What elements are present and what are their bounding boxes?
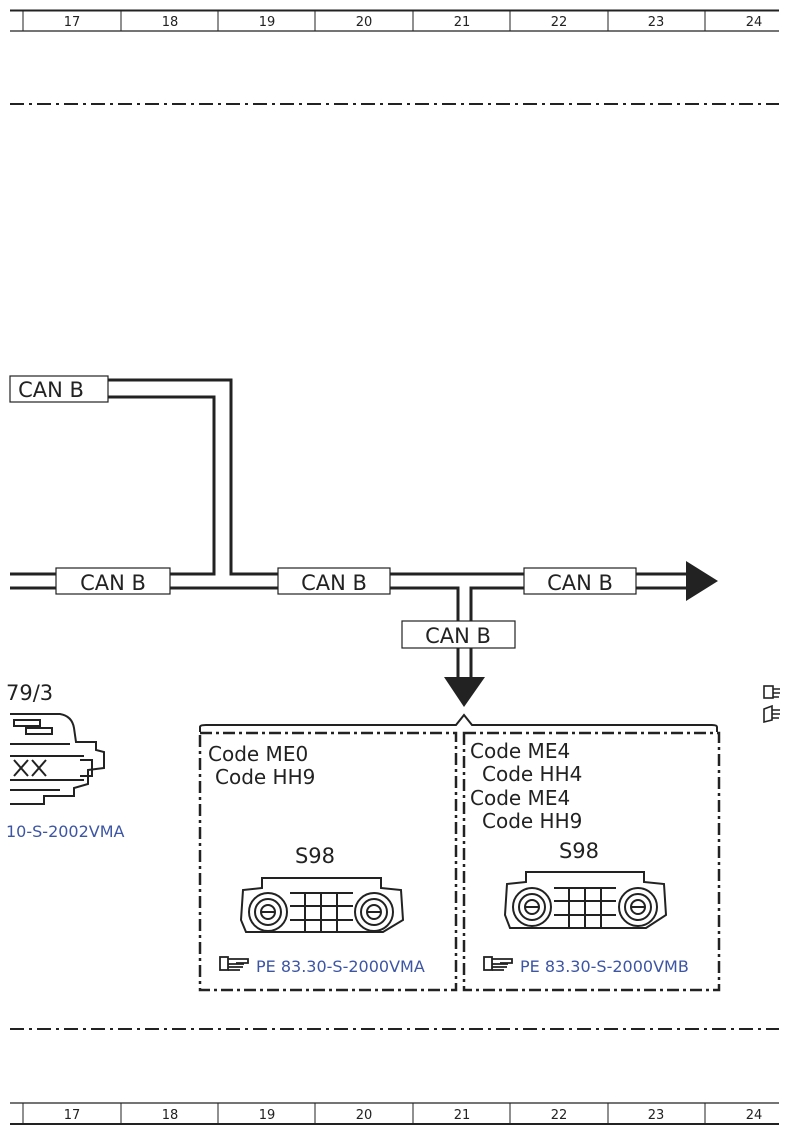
can-b-label-top-left: CAN B: [9, 375, 109, 403]
column-number: 20: [356, 15, 373, 30]
top-column-ruler: 17 18 19 20 21 22 23 24: [10, 9, 779, 32]
code-label: Code HH9: [482, 809, 582, 833]
pointing-hand-icon: [219, 956, 249, 971]
bus-label: CAN B: [425, 624, 491, 648]
column-number: 24: [746, 15, 763, 30]
bus-label: CAN B: [547, 571, 613, 595]
column-number: 17: [64, 1108, 81, 1123]
option-box-right: Code ME4 Code HH4 Code ME4 Code HH9 S98 …: [462, 731, 721, 992]
column-number: 21: [454, 15, 471, 30]
component-label: 79/3: [6, 681, 53, 705]
bus-label: CAN B: [80, 571, 146, 595]
column-number: 19: [259, 1108, 276, 1123]
left-component: 79/3 10-S-2002VMA: [6, 681, 125, 841]
bottom-column-ruler: 17 18 19 20 21 22 23 24: [10, 1102, 779, 1125]
column-number: 18: [162, 1108, 179, 1123]
code-label: Code ME4: [470, 786, 570, 810]
column-number: 24: [746, 1108, 763, 1123]
component-id: S98: [559, 839, 599, 863]
climate-control-panel-icon: [503, 871, 668, 929]
column-number: 22: [551, 1108, 568, 1123]
reference-link[interactable]: PE 83.30-S-2000VMB: [520, 957, 689, 976]
column-number: 20: [356, 1108, 373, 1123]
can-b-label-main-right: CAN B: [523, 567, 637, 595]
can-b-label-main-left: CAN B: [55, 567, 171, 595]
column-number: 22: [551, 15, 568, 30]
column-number: 17: [64, 15, 81, 30]
component-id: S98: [295, 844, 335, 868]
code-label: Code HH9: [215, 765, 315, 789]
code-label: Code HH4: [482, 762, 582, 786]
can-b-label-branch: CAN B: [401, 620, 516, 649]
control-unit-icon: [10, 713, 105, 805]
column-number: 21: [454, 1108, 471, 1123]
arrow-down-icon: [444, 677, 485, 707]
option-box-left: Code ME0 Code HH9 S98 PE 83.30-S-2000VMA: [198, 731, 458, 992]
bus-label: CAN B: [301, 571, 367, 595]
code-label: Code ME4: [470, 739, 570, 763]
arrow-right-icon: [686, 561, 718, 601]
column-number: 23: [648, 15, 665, 30]
column-number: 19: [259, 15, 276, 30]
column-number: 23: [648, 1108, 665, 1123]
climate-control-panel-icon: [239, 877, 405, 933]
pointing-hand-icon: [763, 704, 780, 724]
can-b-bus: [10, 378, 690, 680]
pointing-hand-icon: [763, 685, 780, 699]
column-number: 18: [162, 15, 179, 30]
reference-link[interactable]: PE 83.30-S-2000VMA: [256, 957, 425, 976]
code-label: Code ME0: [208, 742, 308, 766]
pointing-hand-icon: [483, 956, 513, 971]
can-b-label-main-center: CAN B: [277, 567, 391, 595]
reference-link[interactable]: 10-S-2002VMA: [6, 822, 125, 841]
option-bracket: [199, 713, 718, 732]
bus-label: CAN B: [18, 378, 84, 402]
